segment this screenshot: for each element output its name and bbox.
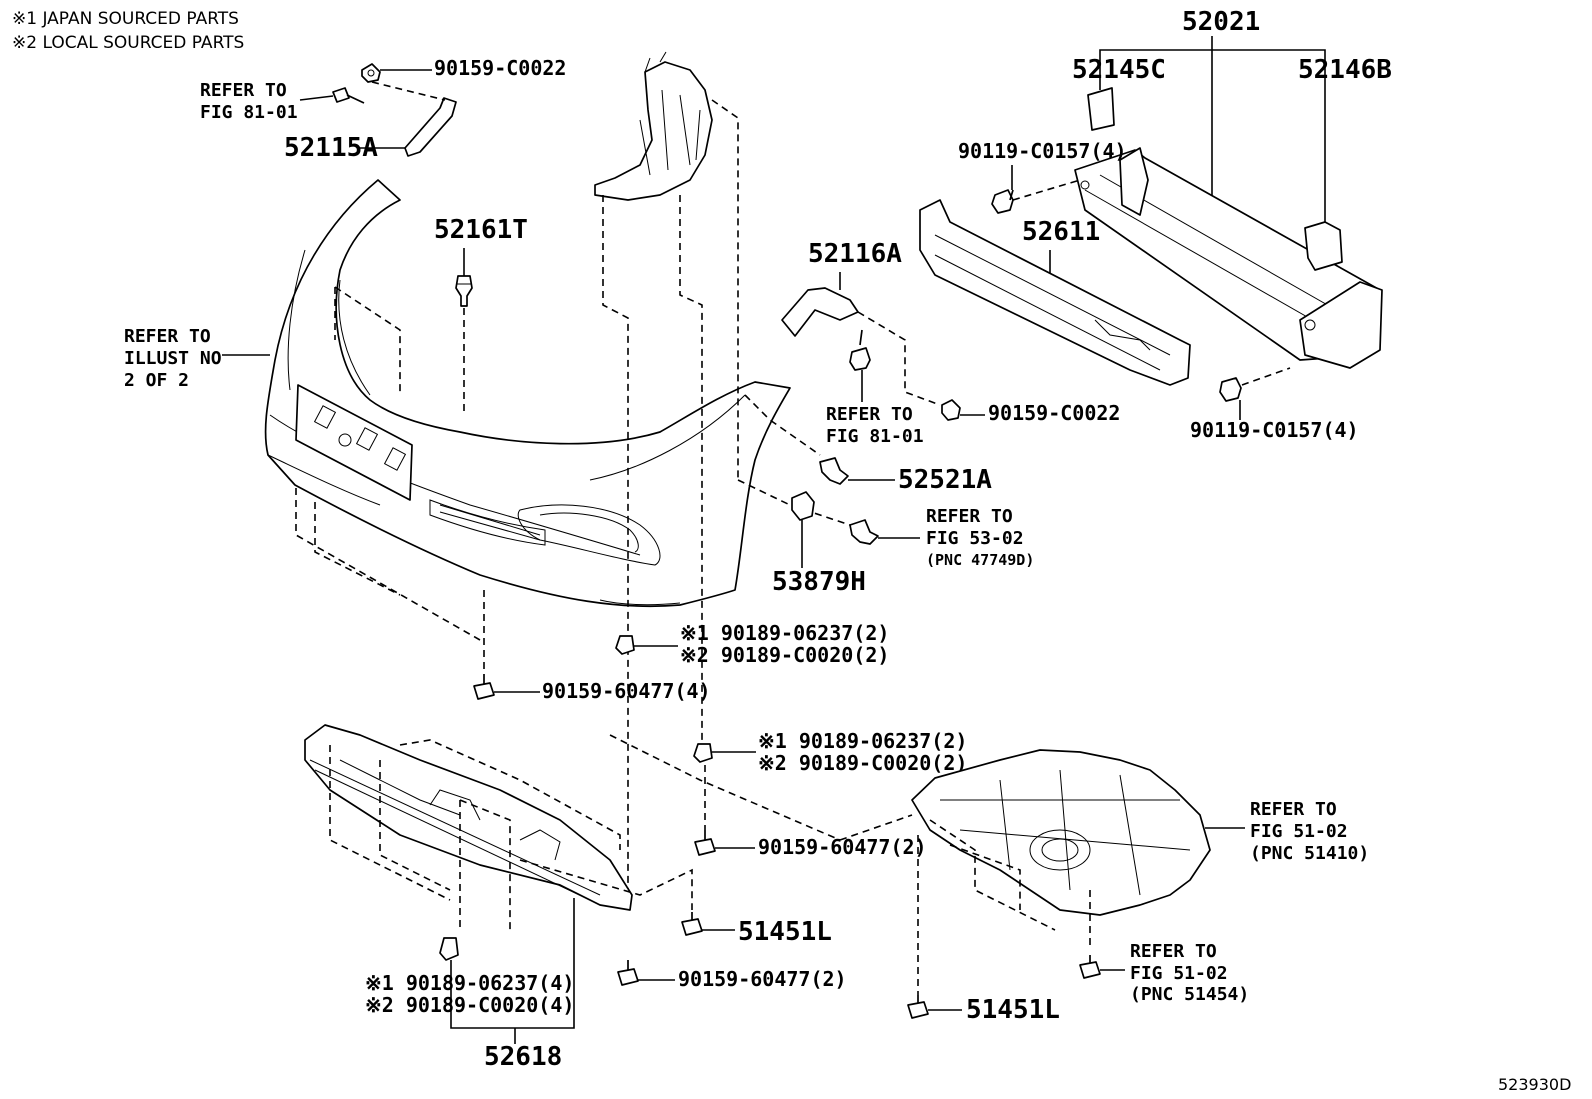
label-90159-c0022-top: 90159-C0022 [434, 56, 566, 80]
label-52146b: 52146B [1298, 55, 1392, 85]
label-refer-fig53-line1: REFER TO [926, 506, 1013, 527]
bolt-90159-60477-2a [694, 830, 716, 856]
retainer-53879h [791, 491, 815, 521]
bracket-52116a [781, 287, 859, 337]
label-52618: 52618 [484, 1042, 562, 1072]
clip-52521a [819, 457, 849, 485]
absorber-52611 [919, 199, 1191, 386]
label-90159-60477-4: 90159-60477(4) [542, 679, 711, 703]
label-clip-a-line1: ※1 90189-06237(2) [680, 621, 889, 645]
label-refer-fig81-mid-line2: FIG 81-01 [826, 426, 924, 447]
label-refer-illust-line2: ILLUST NO [124, 348, 222, 369]
legend-japan-sourced: ※1 JAPAN SOURCED PARTS [12, 9, 239, 29]
bolt-refer-fig81-mid [849, 329, 871, 371]
bolt-refer-fig81-top [332, 87, 365, 104]
engine-under-cover-52618 [304, 724, 633, 911]
label-90119-c0157-bot: 90119-C0157(4) [1190, 418, 1359, 442]
label-90159-c0022-mid: 90159-C0022 [988, 401, 1120, 425]
label-53879h: 53879H [772, 567, 866, 597]
bolt-90119-c0157-bot [1219, 377, 1242, 402]
license-plate-bracket [295, 384, 413, 501]
label-refer-illust-line3: 2 OF 2 [124, 370, 189, 391]
label-52116a: 52116A [808, 239, 902, 269]
bolt-51451l-a [681, 912, 703, 936]
fender-liner-bracket [594, 51, 713, 201]
clip-52161t [455, 275, 473, 307]
label-51451l-a: 51451L [738, 917, 832, 947]
reinforcement-52021 [1074, 147, 1383, 369]
label-clip-b-line2: ※2 90189-C0020(2) [758, 751, 967, 775]
clip-90159-c0022-mid [941, 399, 961, 421]
clip-90189-group-b [693, 743, 713, 763]
bolt-90159-60477-4 [473, 674, 495, 700]
clip-90159-c0022-top [361, 63, 381, 83]
label-refer-fig81-top-line1: REFER TO [200, 80, 287, 101]
label-refer-fig51-a-line1: REFER TO [1250, 799, 1337, 820]
bracket-52115a [371, 81, 457, 157]
clip-refer-fig53 [849, 519, 879, 545]
label-52611: 52611 [1022, 217, 1100, 247]
label-clip-c-line1: ※1 90189-06237(4) [365, 971, 574, 995]
engine-under-cover-right [911, 749, 1211, 916]
label-refer-fig51-b-line1: REFER TO [1130, 941, 1217, 962]
label-refer-fig51-a-line3: (PNC 51410) [1250, 843, 1369, 864]
label-refer-fig81-mid-line1: REFER TO [826, 404, 913, 425]
label-90119-c0157-top: 90119-C0157(4) [958, 139, 1127, 163]
bracket-52145c [1087, 87, 1115, 131]
label-refer-fig81-top-line2: FIG 81-01 [200, 102, 298, 123]
bolt-refer-fig51-b [1079, 955, 1101, 979]
bolt-51451l-b [907, 995, 929, 1019]
label-52115a: 52115A [284, 133, 378, 163]
label-51451l-b: 51451L [966, 995, 1060, 1025]
bolt-90159-60477-2b [617, 960, 639, 986]
label-refer-fig51-a-line2: FIG 51-02 [1250, 821, 1348, 842]
label-clip-b-line1: ※1 90189-06237(2) [758, 729, 967, 753]
illustration-id: 523930D [1498, 1075, 1571, 1094]
bracket-52146b [1304, 221, 1343, 271]
label-refer-fig53-line2: FIG 53-02 [926, 528, 1024, 549]
label-clip-a-line2: ※2 90189-C0020(2) [680, 643, 889, 667]
clip-90189-group-c [439, 937, 459, 961]
label-52021: 52021 [1182, 7, 1260, 37]
label-90159-60477-2b: 90159-60477(2) [678, 967, 847, 991]
label-refer-illust-line1: REFER TO [124, 326, 211, 347]
label-refer-fig51-b-line3: (PNC 51454) [1130, 984, 1249, 1005]
label-52161t: 52161T [434, 215, 528, 245]
label-clip-c-line2: ※2 90189-C0020(4) [365, 993, 574, 1017]
label-52145c: 52145C [1072, 55, 1166, 85]
label-refer-fig51-b-line2: FIG 51-02 [1130, 963, 1228, 984]
label-refer-fig53-line3: (PNC 47749D) [926, 551, 1034, 569]
label-52521a: 52521A [898, 465, 992, 495]
clip-90189-group-a [615, 635, 635, 655]
bolt-90119-c0157-top [991, 189, 1014, 214]
legend-local-sourced: ※2 LOCAL SOURCED PARTS [12, 33, 244, 53]
front-bumper-cover [264, 179, 791, 608]
